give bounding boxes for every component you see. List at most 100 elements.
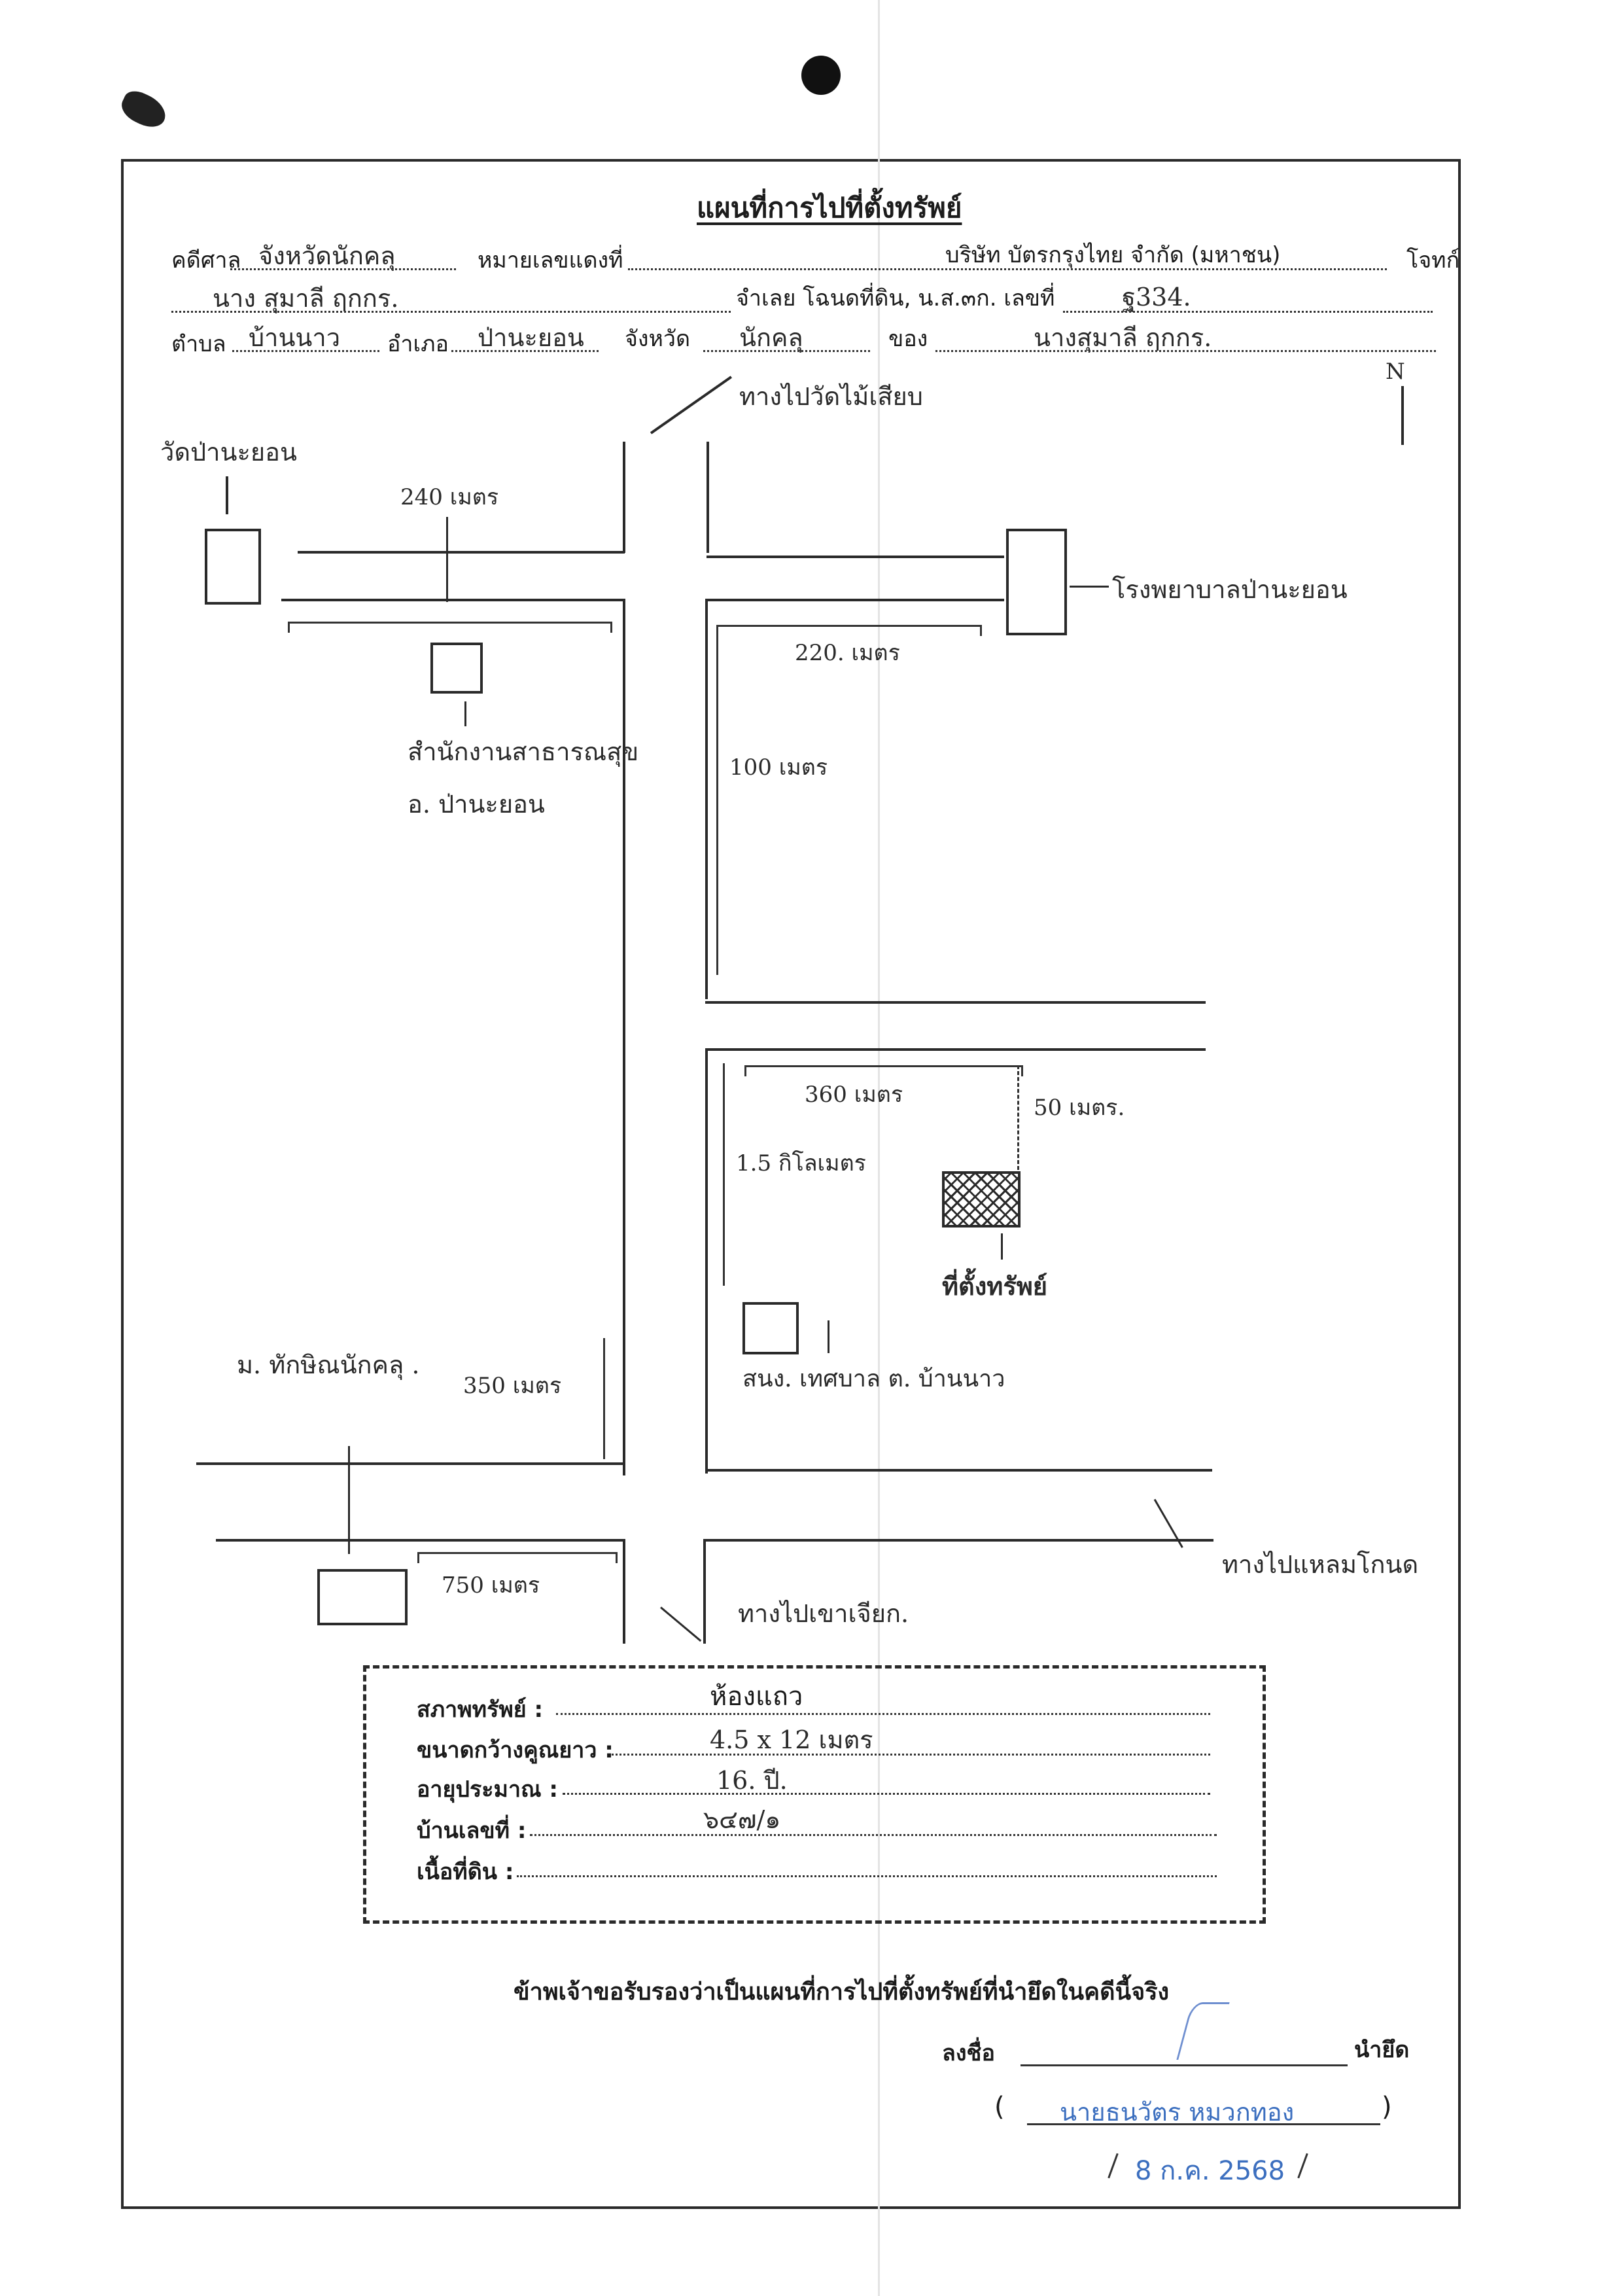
property-marker — [942, 1171, 1021, 1227]
red-case-label: หมายเลขแดงที่ — [478, 247, 623, 274]
role-label: นำยึด — [1354, 2037, 1410, 2063]
health-office-label-2: อ. ป่านะยอน — [408, 790, 545, 819]
road-main-right-a — [705, 599, 708, 999]
province-label: จังหวัด — [625, 326, 691, 352]
province-line — [703, 350, 870, 352]
house-no-value: ๖๔๗/๑ — [703, 1805, 781, 1834]
to-temple-road-label: ทางไปวัดไม้เสียบ — [739, 382, 923, 411]
date-stamp: 8 ก.ค. 2568 — [1135, 2156, 1285, 2186]
dist-360-label: 360 เมตร — [805, 1082, 903, 1108]
hospital-label: โรงพยาบาลป่านะยอน — [1112, 575, 1348, 604]
university-building — [317, 1569, 408, 1625]
dist-100-dimension — [716, 625, 726, 975]
subdistrict-value: บ้านนาว — [249, 323, 341, 352]
university-pointer — [348, 1446, 350, 1554]
municipal-office-label: สนง. เทศบาล ต. บ้านนาว — [742, 1366, 1005, 1392]
owner-value: นางสุมาลี ฤกกร. — [1034, 323, 1212, 352]
district-line — [451, 350, 599, 352]
road-bottom-left-upper — [196, 1462, 625, 1465]
defendant-value: นาง สุมาลี ฤกกร. — [213, 284, 399, 313]
court-value: จังหวัดนักคลุ — [258, 241, 396, 270]
property-info-box — [363, 1665, 1266, 1924]
property-label: ที่ตั้งทรัพย์ — [942, 1271, 1048, 1301]
municipal-office-building — [742, 1302, 799, 1354]
dist-220-label: 220. เมตร — [795, 640, 900, 666]
province-value: นักคลุ — [739, 323, 803, 352]
house-no-line — [530, 1834, 1217, 1836]
health-office-building — [430, 643, 483, 694]
dist-1-5-dimension — [723, 1063, 733, 1286]
sign-label: ลงชื่อ — [942, 2040, 995, 2066]
dist-100-label: 100 เมตร — [729, 754, 828, 781]
defendant-line — [171, 311, 731, 313]
north-label: N — [1386, 359, 1405, 385]
title-deed-label: จำเลย โฉนดที่ดิน, น.ส.๓ก. เลขที่ — [736, 285, 1055, 311]
dist-1-5-label: 1.5 กิโลเมตร — [736, 1150, 866, 1176]
owner-line — [935, 350, 1436, 352]
road-bottom-right-lower — [703, 1539, 1213, 1542]
name-line — [1027, 2123, 1380, 2125]
owner-label: ของ — [888, 326, 928, 352]
name-paren-open: ( — [994, 2092, 1005, 2122]
property-pointer — [1001, 1233, 1003, 1260]
temple-label: วัดป่านะยอน — [160, 438, 297, 467]
size-value: 4.5 x 12 เมตร — [710, 1725, 873, 1754]
road-top-right-upper — [707, 556, 1004, 558]
hospital-arrow — [1070, 586, 1109, 588]
name-paren-close: ) — [1382, 2092, 1392, 2122]
subdistrict-label: ตำบล — [171, 331, 226, 357]
road-top-center-right — [707, 442, 709, 553]
condition-label: สภาพทรัพย์ : — [417, 1697, 544, 1723]
condition-line — [556, 1713, 1210, 1715]
dist-350-dimension — [595, 1338, 605, 1459]
road-top-right-lower — [707, 599, 1004, 601]
road-bottom-right-upper — [705, 1469, 1212, 1472]
temple-pointer — [226, 476, 228, 514]
municipal-office-pointer — [828, 1320, 829, 1353]
road-bottom-left-lower — [216, 1539, 625, 1542]
north-arrow — [1401, 386, 1404, 445]
to-chiak-road-label: ทางไปเขาเจียก. — [738, 1599, 909, 1628]
road-main-left — [623, 599, 625, 1475]
red-case-line — [628, 268, 1387, 270]
dist-350-label: 350 เมตร — [463, 1373, 562, 1399]
court-label: คดีศาล — [171, 247, 241, 274]
road-top-center-left — [623, 442, 625, 553]
road-bottom-center-right — [703, 1539, 706, 1644]
road-bottom-center-left — [623, 1539, 625, 1644]
dist-50-dimension — [1017, 1065, 1019, 1170]
university-label: ม. ทักษิณนักคลุ . — [237, 1351, 420, 1379]
ink-blot — [116, 86, 171, 133]
road-top-left-upper — [298, 551, 625, 554]
land-area-label: เนื้อที่ดิน : — [417, 1859, 514, 1885]
health-office-label-1: สำนักงานสาธารณสุข — [408, 737, 639, 766]
page-border — [121, 159, 1461, 2209]
house-no-label: บ้านเลขที่ : — [417, 1818, 527, 1844]
dist-240-pointer — [446, 517, 448, 602]
condition-value: ห้องแถว — [710, 1682, 803, 1712]
temple-building — [205, 529, 261, 605]
age-value: 16. ปี. — [716, 1766, 788, 1795]
dist-240-label: 240 เมตร — [400, 484, 499, 510]
land-area-line — [517, 1875, 1217, 1877]
dist-750-label: 750 เมตร — [442, 1572, 540, 1598]
dist-50-label: 50 เมตร. — [1034, 1095, 1125, 1121]
court-line — [230, 268, 456, 270]
health-office-pointer — [464, 701, 466, 726]
hospital-building — [1006, 529, 1067, 635]
age-line — [563, 1793, 1210, 1795]
name-stamp: นายธนวัตร หมวกทอง — [1060, 2098, 1295, 2127]
subdistrict-line — [232, 350, 379, 352]
certification-statement: ข้าพเจ้าขอรับรองว่าเป็นแผนที่การไปที่ตั้… — [514, 1979, 1170, 2005]
size-line — [612, 1754, 1210, 1756]
district-label: อำเภอ — [387, 331, 449, 357]
dist-360-dimension — [744, 1065, 1023, 1076]
title-deed-line — [1063, 311, 1433, 313]
title-deed-value: ฐ334. — [1122, 283, 1191, 311]
punch-hole — [801, 56, 841, 95]
to-cape-road-label: ทางไปแหลมโกนด — [1222, 1550, 1419, 1579]
road-main-right-b — [705, 1048, 708, 1474]
plaintiff-value: บริษัท บัตรกรุงไทย จำกัด (มหาชน) — [945, 242, 1281, 268]
road-cross-lower — [705, 1048, 1206, 1051]
road-cross-upper — [705, 1001, 1206, 1004]
